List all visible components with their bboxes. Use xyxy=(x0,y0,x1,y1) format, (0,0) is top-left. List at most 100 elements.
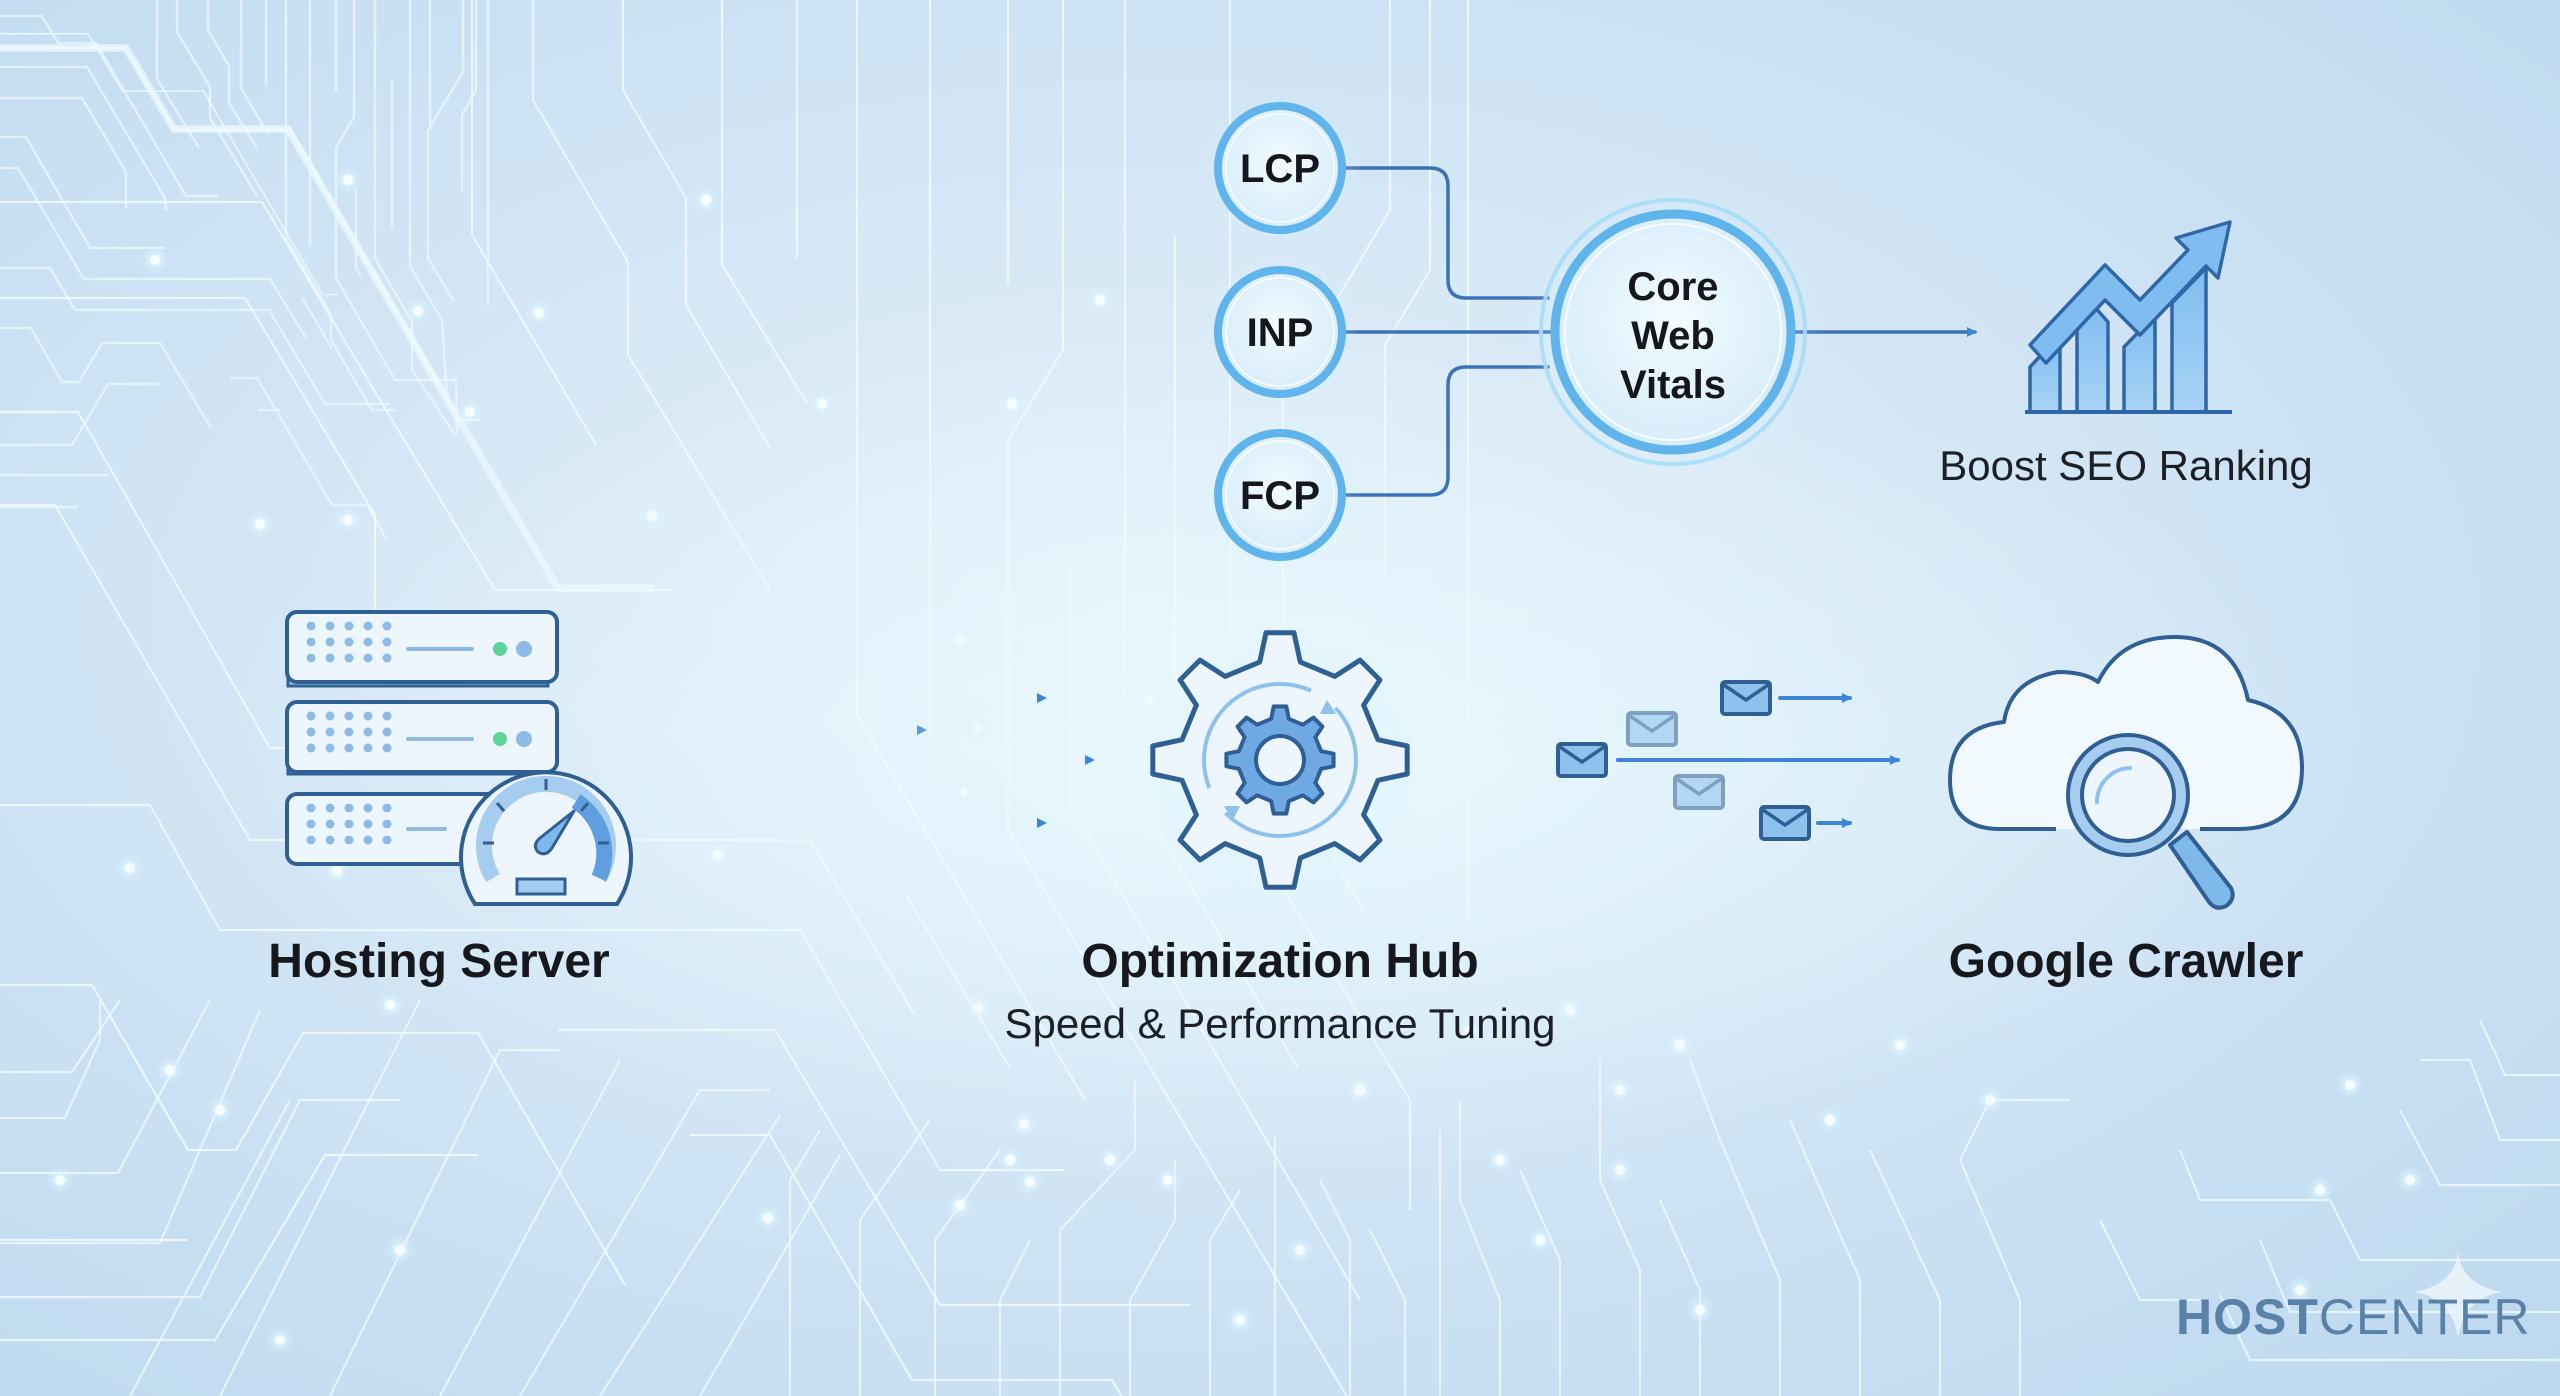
circuit-node-core xyxy=(1535,1235,1545,1245)
envelope-icon xyxy=(1673,774,1725,810)
vent-dot xyxy=(382,803,392,813)
logo-sparkle-icon xyxy=(2414,1252,2502,1340)
circuit-node-core xyxy=(125,863,135,873)
stage-title-optimization-hub: Optimization Hub xyxy=(1081,935,1479,988)
cwv-line-1: Core xyxy=(1627,265,1718,309)
vent-dot xyxy=(325,637,335,647)
circuit-background xyxy=(0,0,490,541)
brand-logo-light: CENTER xyxy=(2318,1289,2531,1345)
vent-dot xyxy=(306,711,316,721)
circuit-node-core xyxy=(2405,1175,2415,1185)
vent-dot xyxy=(306,835,316,845)
status-led-green xyxy=(493,642,507,656)
envelope-icon xyxy=(1556,742,1608,778)
circuit-node-core xyxy=(275,1335,285,1345)
circuit-node-core xyxy=(1095,295,1105,305)
circuit-node-core xyxy=(701,195,711,205)
circuit-node-core xyxy=(255,519,265,529)
circuit-node-core xyxy=(1235,1315,1245,1325)
stage-subtitle-optimization-hub: Speed & Performance Tuning xyxy=(1004,1000,1556,1047)
vent-dot xyxy=(325,743,335,753)
circuit-node-core xyxy=(534,308,544,318)
stage-title-google-crawler: Google Crawler xyxy=(1948,935,2304,988)
mail-packets xyxy=(1463,680,1900,841)
vent-dot xyxy=(363,835,373,845)
circuit-node-core xyxy=(955,1200,965,1210)
vent-dot xyxy=(344,711,354,721)
circuit-node-core xyxy=(1695,1305,1705,1315)
vent-dot xyxy=(382,653,392,663)
circuit-node-core xyxy=(55,1175,65,1185)
vent-dot xyxy=(382,743,392,753)
circuit-node-core xyxy=(1025,1177,1035,1187)
vent-dot xyxy=(344,803,354,813)
circuit-node-core xyxy=(150,255,160,265)
growth-chart-icon xyxy=(2025,220,2232,414)
gear-icon xyxy=(1130,610,1430,910)
vent-dot xyxy=(363,711,373,721)
vent-dot xyxy=(306,727,316,737)
vent-dot xyxy=(382,621,392,631)
vent-dot xyxy=(325,653,335,663)
core-web-vitals-node: Core Web Vitals xyxy=(1518,177,1828,487)
vent-dot xyxy=(344,727,354,737)
vent-dot xyxy=(382,727,392,737)
server-speedometer-icon xyxy=(285,610,633,906)
circuit-node-core xyxy=(2345,1080,2355,1090)
vent-dot xyxy=(363,819,373,829)
circuit-node-core xyxy=(215,1105,225,1115)
circuit-node-core xyxy=(2315,1185,2325,1195)
circuit-node-core xyxy=(343,175,353,185)
circuit-node-core xyxy=(343,515,353,525)
cwv-line-2: Web xyxy=(1631,314,1715,358)
vent-dot xyxy=(325,819,335,829)
circuit-node-core xyxy=(1985,1095,1995,1105)
vent-dot xyxy=(382,819,392,829)
status-led-green xyxy=(493,732,507,746)
vent-dot xyxy=(344,835,354,845)
vent-dot xyxy=(363,803,373,813)
vent-dot xyxy=(325,711,335,721)
stage-title-hosting-server: Hosting Server xyxy=(268,935,610,988)
result-label-boost-seo: Boost SEO Ranking xyxy=(1939,442,2313,489)
vent-dot xyxy=(325,727,335,737)
vent-dot xyxy=(363,653,373,663)
metric-node-inp: INP xyxy=(1198,250,1362,414)
vent-dot xyxy=(344,653,354,663)
circuit-node-core xyxy=(413,306,423,316)
metric-label-inp: INP xyxy=(1247,311,1314,355)
metric-label-fcp: FCP xyxy=(1240,474,1320,518)
vent-dot xyxy=(306,819,316,829)
vent-dot xyxy=(363,621,373,631)
vent-dot xyxy=(325,621,335,631)
connector-fcp xyxy=(1303,365,1550,497)
vent-dot xyxy=(382,835,392,845)
connector-lcp xyxy=(1303,166,1550,300)
circuit-node-core xyxy=(2295,1285,2305,1295)
vent-dot xyxy=(363,727,373,737)
vent-dot xyxy=(306,637,316,647)
speedometer-icon xyxy=(459,770,633,906)
brand-logo: HOSTCENTER xyxy=(2176,1288,2530,1346)
circuit-node-core xyxy=(165,1065,175,1075)
vent-dot xyxy=(344,621,354,631)
vent-dot xyxy=(306,653,316,663)
vent-dot xyxy=(306,743,316,753)
speed-arrows xyxy=(663,693,1095,828)
circuit-node-core xyxy=(1295,1245,1305,1255)
cwv-line-3: Vitals xyxy=(1620,363,1726,407)
envelope-icon xyxy=(1720,680,1772,716)
envelope-icon xyxy=(1626,711,1678,747)
metric-node-lcp: LCP xyxy=(1198,86,1362,250)
envelope-icon xyxy=(1759,805,1811,841)
vent-dot xyxy=(363,743,373,753)
vent-dot xyxy=(382,711,392,721)
circuit-node-core xyxy=(465,407,475,417)
cloud-search-icon xyxy=(1948,635,2304,910)
brand-logo-bold: HOST xyxy=(2176,1289,2319,1345)
circuit-node-core xyxy=(1615,1165,1625,1175)
metric-node-fcp: FCP xyxy=(1198,413,1362,577)
vent-dot xyxy=(344,819,354,829)
vent-dot xyxy=(306,621,316,631)
